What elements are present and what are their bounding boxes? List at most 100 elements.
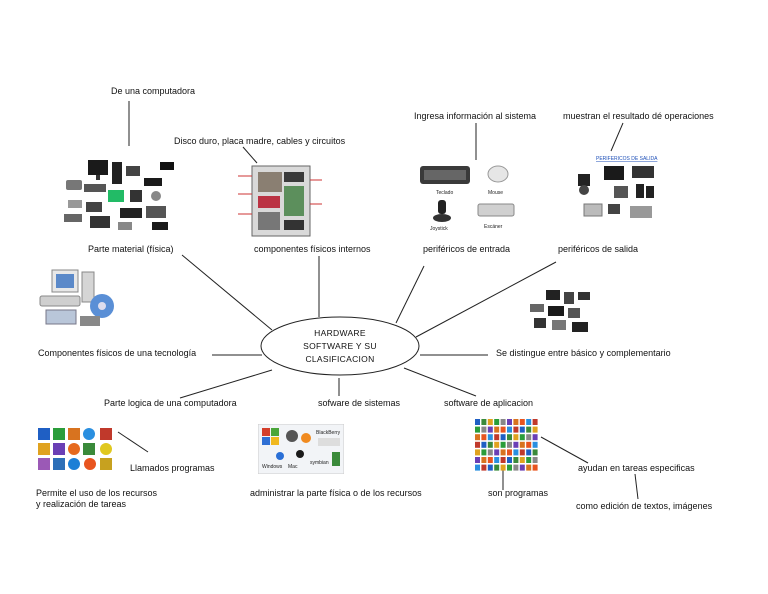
input-devices-image: Teclado Mouse Joystick Escáner xyxy=(420,165,515,232)
link-perifericos-salida xyxy=(415,261,557,338)
program-icon xyxy=(513,441,519,448)
program-icon xyxy=(494,449,500,456)
computer-devices-image xyxy=(39,269,114,326)
program-icon xyxy=(487,419,493,425)
caption-mouse: Mouse xyxy=(488,190,503,196)
label-software-aplicacion: software de aplicacion xyxy=(444,398,534,408)
link-muestran-resultado xyxy=(610,122,624,152)
label-como-edicion: como edición de textos, imágenes xyxy=(576,501,713,511)
link-parte-material xyxy=(181,254,273,331)
program-icon xyxy=(507,426,512,433)
program-icon xyxy=(494,441,500,448)
label-permite-uso: Permite el uso de los recursos y realiza… xyxy=(36,488,158,509)
program-icon xyxy=(500,426,506,433)
label-componentes-internos: componentes físicos internos xyxy=(254,244,371,254)
label-son-programas: son programas xyxy=(488,488,549,498)
label-perifericos-entrada: periféricos de entrada xyxy=(423,244,511,254)
label-software-sistemas: sofware de sistemas xyxy=(318,398,401,408)
caption-escaner: Escáner xyxy=(484,224,503,230)
program-icon xyxy=(494,464,500,471)
program-icon xyxy=(500,457,506,463)
peripherals-cluster-image xyxy=(530,290,590,332)
program-icon xyxy=(519,426,525,433)
program-icon xyxy=(500,441,506,448)
label-parte-logica: Parte logica de una computadora xyxy=(104,398,237,408)
program-icon xyxy=(526,419,532,425)
program-icon xyxy=(519,457,525,463)
program-icon xyxy=(475,449,480,456)
program-icon xyxy=(526,426,532,433)
label-administrar: administrar la parte física o de los rec… xyxy=(250,488,422,498)
program-icon xyxy=(481,441,487,448)
label-parte-material: Parte material (física) xyxy=(88,244,174,254)
program-icon xyxy=(507,419,512,425)
program-icon xyxy=(487,441,493,448)
program-icon xyxy=(532,434,538,441)
program-icon xyxy=(494,457,500,463)
program-icon xyxy=(507,441,512,448)
program-icon xyxy=(513,434,519,441)
label-se-distingue: Se distingue entre básico y complementar… xyxy=(496,348,671,358)
program-icon xyxy=(532,419,538,425)
link-ayudan-tareas xyxy=(540,436,589,464)
program-icon xyxy=(526,464,532,471)
program-icon xyxy=(513,449,519,456)
program-icon xyxy=(532,464,538,471)
caption-teclado: Teclado xyxy=(436,190,453,196)
program-icon xyxy=(481,457,487,463)
program-icon xyxy=(481,434,487,441)
caption-symbian: symbian xyxy=(310,460,329,466)
program-icon xyxy=(513,464,519,471)
program-icon xyxy=(526,457,532,463)
program-icon xyxy=(532,457,538,463)
program-icon xyxy=(526,441,532,448)
label-de-una-computadora: De una computadora xyxy=(111,86,196,96)
label-disco-duro: Disco duro, placa madre, cables y circui… xyxy=(174,136,346,146)
label-llamados-programas: Llamados programas xyxy=(130,463,215,473)
program-icon xyxy=(507,457,512,463)
program-icon xyxy=(475,464,480,471)
program-icon xyxy=(513,457,519,463)
program-icon xyxy=(513,419,519,425)
output-devices-image: PERIFERICOS DE SALIDA xyxy=(578,156,658,218)
caption-mac: Mac xyxy=(288,464,298,470)
pc-internals-image xyxy=(238,165,322,237)
link-software-aplicacion xyxy=(403,367,477,397)
program-icon xyxy=(475,457,480,463)
program-icon xyxy=(500,464,506,471)
label-perifericos-salida: periféricos de salida xyxy=(558,244,639,254)
program-icon xyxy=(475,441,480,448)
label-componentes-tecnologia: Componentes físicos de una tecnología xyxy=(38,348,197,358)
program-icon xyxy=(500,449,506,456)
output-devices-title: PERIFERICOS DE SALIDA xyxy=(596,156,658,162)
program-icon xyxy=(507,434,512,441)
link-disco-duro xyxy=(242,146,258,164)
program-icon xyxy=(481,419,487,425)
label-ayudan-tareas: ayudan en tareas especificas xyxy=(578,463,695,473)
label-muestran-resultado: muestran el resultado dé operaciones xyxy=(563,111,714,121)
program-icon xyxy=(475,434,480,441)
link-llamados-programas xyxy=(117,431,149,453)
hardware-collection-image xyxy=(64,160,174,230)
program-icon xyxy=(526,434,532,441)
program-icons-grid-image xyxy=(475,419,538,471)
program-icon xyxy=(519,419,525,425)
program-icon xyxy=(487,457,493,463)
label-ingresa-info: Ingresa información al sistema xyxy=(414,111,537,121)
program-icon xyxy=(481,426,487,433)
program-icon xyxy=(494,419,500,425)
program-icon xyxy=(526,449,532,456)
application-icons-image xyxy=(38,428,112,470)
program-icon xyxy=(487,426,493,433)
program-icon xyxy=(481,449,487,456)
program-icon xyxy=(532,426,538,433)
program-icon xyxy=(519,434,525,441)
link-perifericos-entrada xyxy=(395,265,425,324)
link-parte-logica xyxy=(179,369,273,399)
center-ellipse xyxy=(260,316,420,376)
program-icon xyxy=(481,464,487,471)
center-node: HARDWARE SOFTWARE Y SU CLASIFICACION xyxy=(262,316,418,376)
program-icon xyxy=(500,434,506,441)
program-icon xyxy=(507,464,512,471)
